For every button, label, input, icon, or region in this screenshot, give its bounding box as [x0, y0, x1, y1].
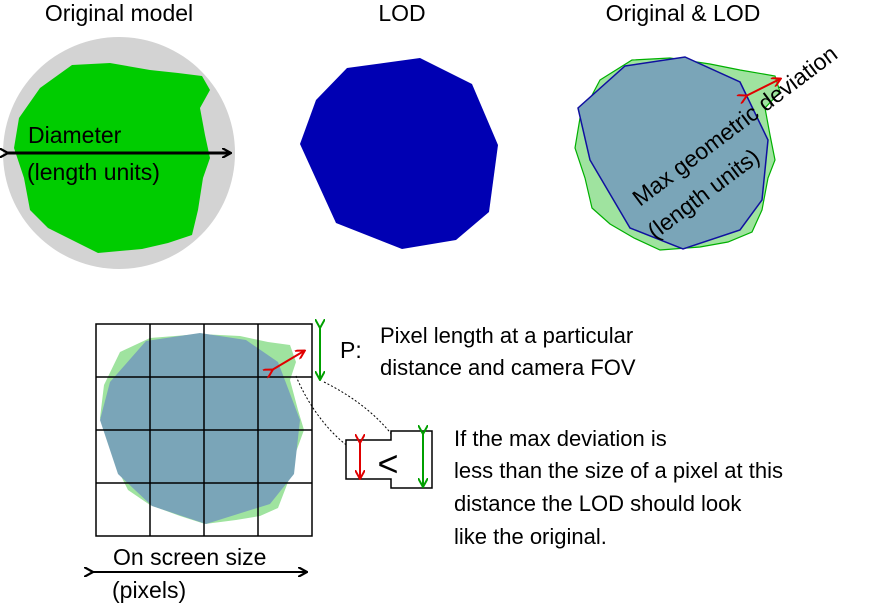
screen-size-units: (pixels) — [112, 577, 186, 603]
original-model-shape — [14, 63, 210, 253]
pixel-grid — [95, 323, 313, 537]
lod-shape — [300, 58, 498, 249]
grid-deviation-arrow — [272, 351, 304, 370]
conclusion-line3: distance the LOD should look — [454, 491, 742, 516]
pixel-symbol: P: — [340, 337, 362, 363]
less-than-symbol: < — [377, 443, 398, 484]
pixel-description-line1: Pixel length at a particular — [380, 323, 633, 348]
overlay-lod-shape — [577, 56, 769, 250]
original-model-title: Original model — [45, 0, 193, 26]
conclusion-line1: If the max deviation is — [454, 426, 667, 451]
deviation-arrow — [746, 79, 780, 96]
overlay-panel: Original & LOD Max geometric deviation (… — [574, 0, 842, 251]
dotted-connector-pixel — [323, 381, 418, 479]
screen-size-label: On screen size — [113, 544, 266, 570]
pixel-description-line2: distance and camera FOV — [380, 355, 636, 380]
diameter-label: Diameter — [28, 122, 122, 148]
screen-grid-panel: P: Pixel length at a particular distance… — [92, 323, 783, 603]
overlay-title: Original & LOD — [606, 0, 761, 26]
conclusion-line4: like the original. — [454, 524, 607, 549]
dotted-connector-deviation — [295, 375, 358, 453]
original-model-panel: Original model Diameter (length units) — [3, 0, 235, 269]
lod-title: LOD — [378, 0, 425, 26]
diameter-units-label: (length units) — [27, 159, 160, 185]
conclusion-line2: less than the size of a pixel at this — [454, 458, 783, 483]
lod-panel: LOD — [300, 0, 498, 249]
grid-lod-shape — [100, 333, 300, 524]
